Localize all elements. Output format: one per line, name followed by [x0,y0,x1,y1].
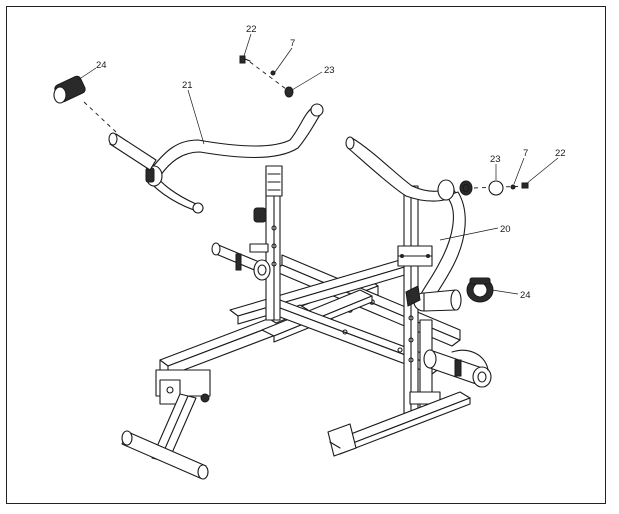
callout-7-top: 7 [290,38,295,49]
hardware-right [473,180,529,196]
callout-22-top: 22 [246,24,257,35]
diagram-frame [6,6,606,504]
callout-24-left: 24 [96,60,107,71]
callout-7-right: 7 [523,148,528,159]
left-upright [249,165,283,321]
leader-lines [77,33,559,295]
callout-22-right: 22 [555,148,566,159]
arm-tube-20 [345,136,473,312]
leader-dash-left [83,101,117,133]
collar-24-right [466,277,494,303]
right-foot [327,391,471,457]
callout-23-top: 23 [324,65,335,76]
arm-tube-21 [108,103,324,214]
callouts: 22 7 23 24 21 23 7 22 20 24 [96,24,566,301]
collar-24-left [53,75,86,104]
left-weight-horn [211,242,271,281]
callout-21: 21 [182,80,193,91]
hardware-top [239,55,294,98]
callout-20: 20 [500,224,511,235]
front-leg [121,369,211,480]
callout-24-right: 24 [520,290,531,301]
right-weight-horn [423,349,492,388]
callout-23-right: 23 [490,154,501,165]
